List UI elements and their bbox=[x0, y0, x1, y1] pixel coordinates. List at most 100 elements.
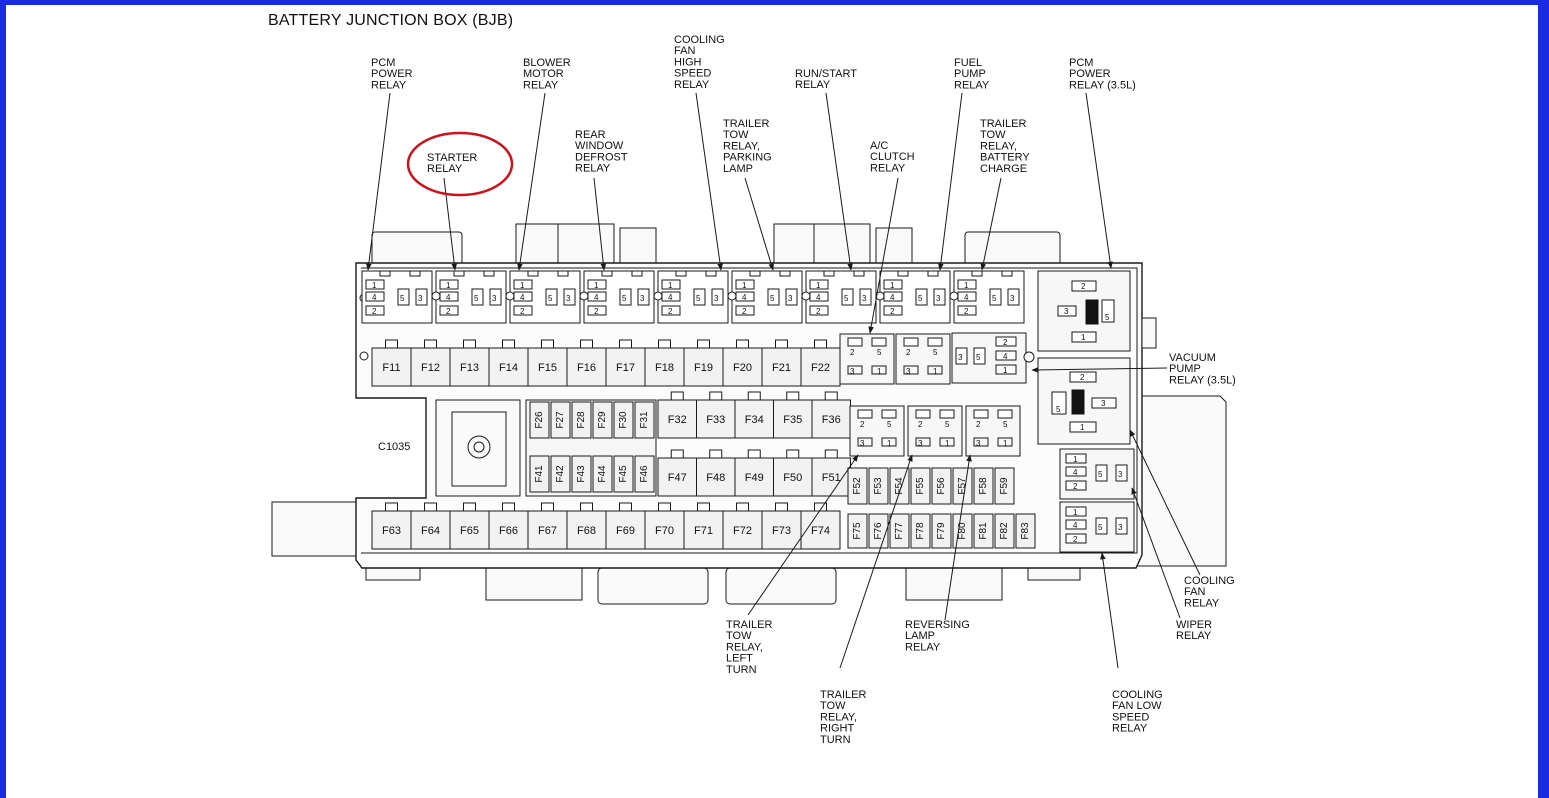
fuse-label: F34 bbox=[745, 414, 764, 426]
fuse-label: F12 bbox=[421, 362, 440, 374]
callout-line: RELAY bbox=[674, 79, 710, 91]
relay-pin-label: 5 bbox=[400, 294, 405, 303]
callout-line: A/C bbox=[870, 140, 888, 152]
callout-line: DEFROST bbox=[575, 151, 628, 163]
callout-line: RELAY bbox=[870, 162, 906, 174]
fuse-label: F33 bbox=[706, 414, 725, 426]
fuse-label: F67 bbox=[538, 525, 557, 537]
relay-pin-label: 3 bbox=[958, 353, 963, 362]
relay-pin-label: 4 bbox=[594, 293, 599, 302]
leader-line bbox=[1129, 429, 1201, 576]
fuse-F83: F83 bbox=[1015, 513, 1036, 549]
fuse-label: F13 bbox=[460, 362, 479, 374]
callout-line: RELAY (3.5L) bbox=[1069, 79, 1136, 91]
callout-line: RELAY bbox=[1176, 630, 1212, 642]
fuse-label: F63 bbox=[382, 525, 401, 537]
relay-pin-label: 2 bbox=[860, 420, 865, 429]
fuse-label: F79 bbox=[936, 522, 947, 540]
fuse-F11: F11 bbox=[371, 339, 412, 387]
relay-pin-label: 1 bbox=[1003, 439, 1008, 448]
fuse-label: F30 bbox=[618, 411, 629, 429]
callout-line: COOLING bbox=[674, 34, 725, 46]
relay-pin-label: 3 bbox=[418, 294, 423, 303]
relay-pin-label: 4 bbox=[372, 293, 377, 302]
callout-line: RELAY, bbox=[820, 711, 857, 723]
callout-line: RELAY bbox=[905, 641, 941, 653]
relay-pin-label: 1 bbox=[887, 439, 892, 448]
relay-pin-label: 5 bbox=[622, 294, 627, 303]
fuse-label: F18 bbox=[655, 362, 674, 374]
relay-pin-label: 3 bbox=[492, 294, 497, 303]
relay-pin-label: 2 bbox=[1080, 373, 1085, 382]
relay-pin-label: 2 bbox=[594, 307, 599, 316]
callout-line: PUMP bbox=[1169, 363, 1201, 375]
callout-line: LEFT bbox=[726, 653, 753, 665]
relay-pin-label: 1 bbox=[446, 281, 451, 290]
callout-line: RELAY, bbox=[980, 140, 1017, 152]
relay-pin-label: 2 bbox=[1073, 482, 1078, 491]
fuse-label: F51 bbox=[822, 472, 841, 484]
callout-line: TRAILER bbox=[726, 619, 773, 631]
relay-pin-label: 1 bbox=[742, 281, 747, 290]
fuse-F68: F68 bbox=[566, 502, 607, 550]
fuse-label: F59 bbox=[999, 477, 1010, 495]
fuse-label: F32 bbox=[668, 414, 687, 426]
relay-pin-label: 5 bbox=[770, 294, 775, 303]
fuse-label: F48 bbox=[706, 472, 725, 484]
fuse-F13: F13 bbox=[449, 339, 490, 387]
fuse-F22: F22 bbox=[800, 339, 841, 387]
relay-pin-label: 2 bbox=[1081, 282, 1086, 291]
fuse-F79: F79 bbox=[931, 513, 952, 549]
callout-line: REVERSING bbox=[905, 619, 970, 631]
fuse-F12: F12 bbox=[410, 339, 451, 387]
relay-pin-label: 2 bbox=[890, 307, 895, 316]
relay-pin-label: 3 bbox=[788, 294, 793, 303]
relay-pin-label: 3 bbox=[566, 294, 571, 303]
relay-pin-label: 5 bbox=[696, 294, 701, 303]
starter-relay-highlight-circle bbox=[406, 131, 514, 197]
relay-pin-label: 1 bbox=[668, 281, 673, 290]
relay-pin-label: 2 bbox=[446, 307, 451, 316]
fuse-F48: F48 bbox=[696, 449, 736, 497]
relay-pin-label: 5 bbox=[918, 294, 923, 303]
fuse-F82: F82 bbox=[994, 513, 1015, 549]
relay-pin-label: 1 bbox=[1073, 508, 1078, 517]
callout-line: RUN/START bbox=[795, 68, 857, 80]
relay-pin-label: 3 bbox=[936, 294, 941, 303]
fuse-F75: F75 bbox=[847, 513, 868, 549]
fuse-F31: F31 bbox=[634, 401, 655, 439]
relay-pin-label: 2 bbox=[918, 420, 923, 429]
relay-pin-label: 3 bbox=[1010, 294, 1015, 303]
callout-line: STARTER bbox=[427, 152, 477, 164]
fuse-label: F78 bbox=[915, 522, 926, 540]
relay-pin-label: 3 bbox=[640, 294, 645, 303]
fuse-label: F11 bbox=[382, 362, 400, 374]
fuse-label: F41 bbox=[534, 465, 545, 483]
relay-pin-label: 2 bbox=[668, 307, 673, 316]
relay-pin-label: 3 bbox=[860, 439, 865, 448]
relay-pin-label: 4 bbox=[890, 293, 895, 302]
fuse-F80: F80 bbox=[952, 513, 973, 549]
callout-line: RELAY, bbox=[723, 140, 760, 152]
callout-line: RELAY bbox=[523, 79, 559, 91]
callout-line: PCM bbox=[1069, 57, 1093, 69]
leader-line bbox=[517, 92, 546, 271]
connector-c1035-label: C1035 bbox=[378, 441, 410, 453]
fuse-label: F49 bbox=[745, 472, 764, 484]
fuse-F59: F59 bbox=[994, 467, 1015, 505]
relay-pin-label: 2 bbox=[976, 420, 981, 429]
leader-line bbox=[744, 177, 774, 271]
fuse-F42: F42 bbox=[550, 455, 571, 493]
leader-line bbox=[825, 92, 853, 271]
callout-line: RIGHT bbox=[820, 723, 855, 735]
